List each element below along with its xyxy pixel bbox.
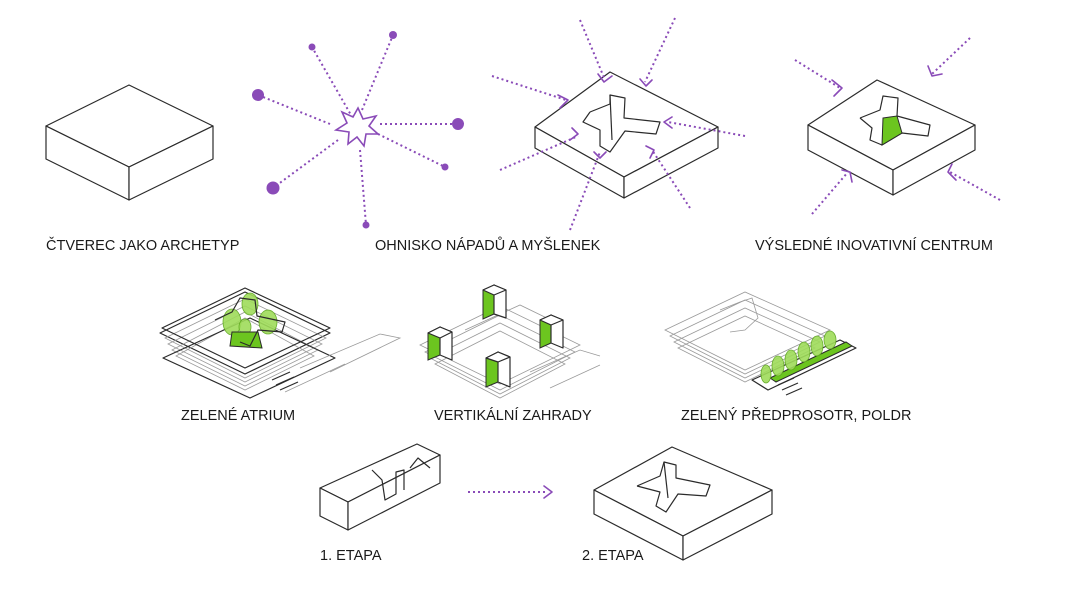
green-atrium-diagram bbox=[159, 287, 402, 399]
garden-tower bbox=[539, 314, 564, 349]
star-icon bbox=[333, 106, 381, 148]
stage1-block bbox=[319, 443, 441, 531]
garden-tower bbox=[482, 284, 507, 320]
label-result: VÝSLEDNÉ INOVATIVNÍ CENTRUM bbox=[755, 237, 993, 254]
stage2-block bbox=[593, 446, 773, 561]
label-atrium: ZELENÉ ATRIUM bbox=[181, 407, 295, 424]
vertical-gardens-diagram bbox=[419, 284, 601, 399]
label-archetype: ČTVEREC JAKO ARCHETYP bbox=[46, 237, 239, 254]
stage-arrow bbox=[468, 485, 553, 499]
garden-tower bbox=[427, 326, 453, 361]
label-vertical: VERTIKÁLNÍ ZAHRADY bbox=[434, 407, 592, 424]
label-stage2: 2. ETAPA bbox=[582, 548, 644, 564]
innovation-block-arrows bbox=[491, 17, 746, 231]
garden-tower bbox=[485, 351, 511, 388]
label-stage1: 1. ETAPA bbox=[320, 548, 382, 564]
idea-focus-diagram bbox=[252, 31, 464, 229]
label-focus: OHNISKO NÁPADŮ A MYŠLENEK bbox=[375, 236, 601, 254]
green-forecourt-diagram bbox=[664, 291, 857, 396]
atrium-trees bbox=[222, 292, 278, 336]
square-archetype-block bbox=[45, 84, 214, 201]
label-forecourt: ZELENÝ PŘEDPROSOTR, POLDR bbox=[681, 407, 911, 424]
forecourt-trees bbox=[760, 330, 837, 384]
result-block-arrows bbox=[794, 37, 1001, 215]
